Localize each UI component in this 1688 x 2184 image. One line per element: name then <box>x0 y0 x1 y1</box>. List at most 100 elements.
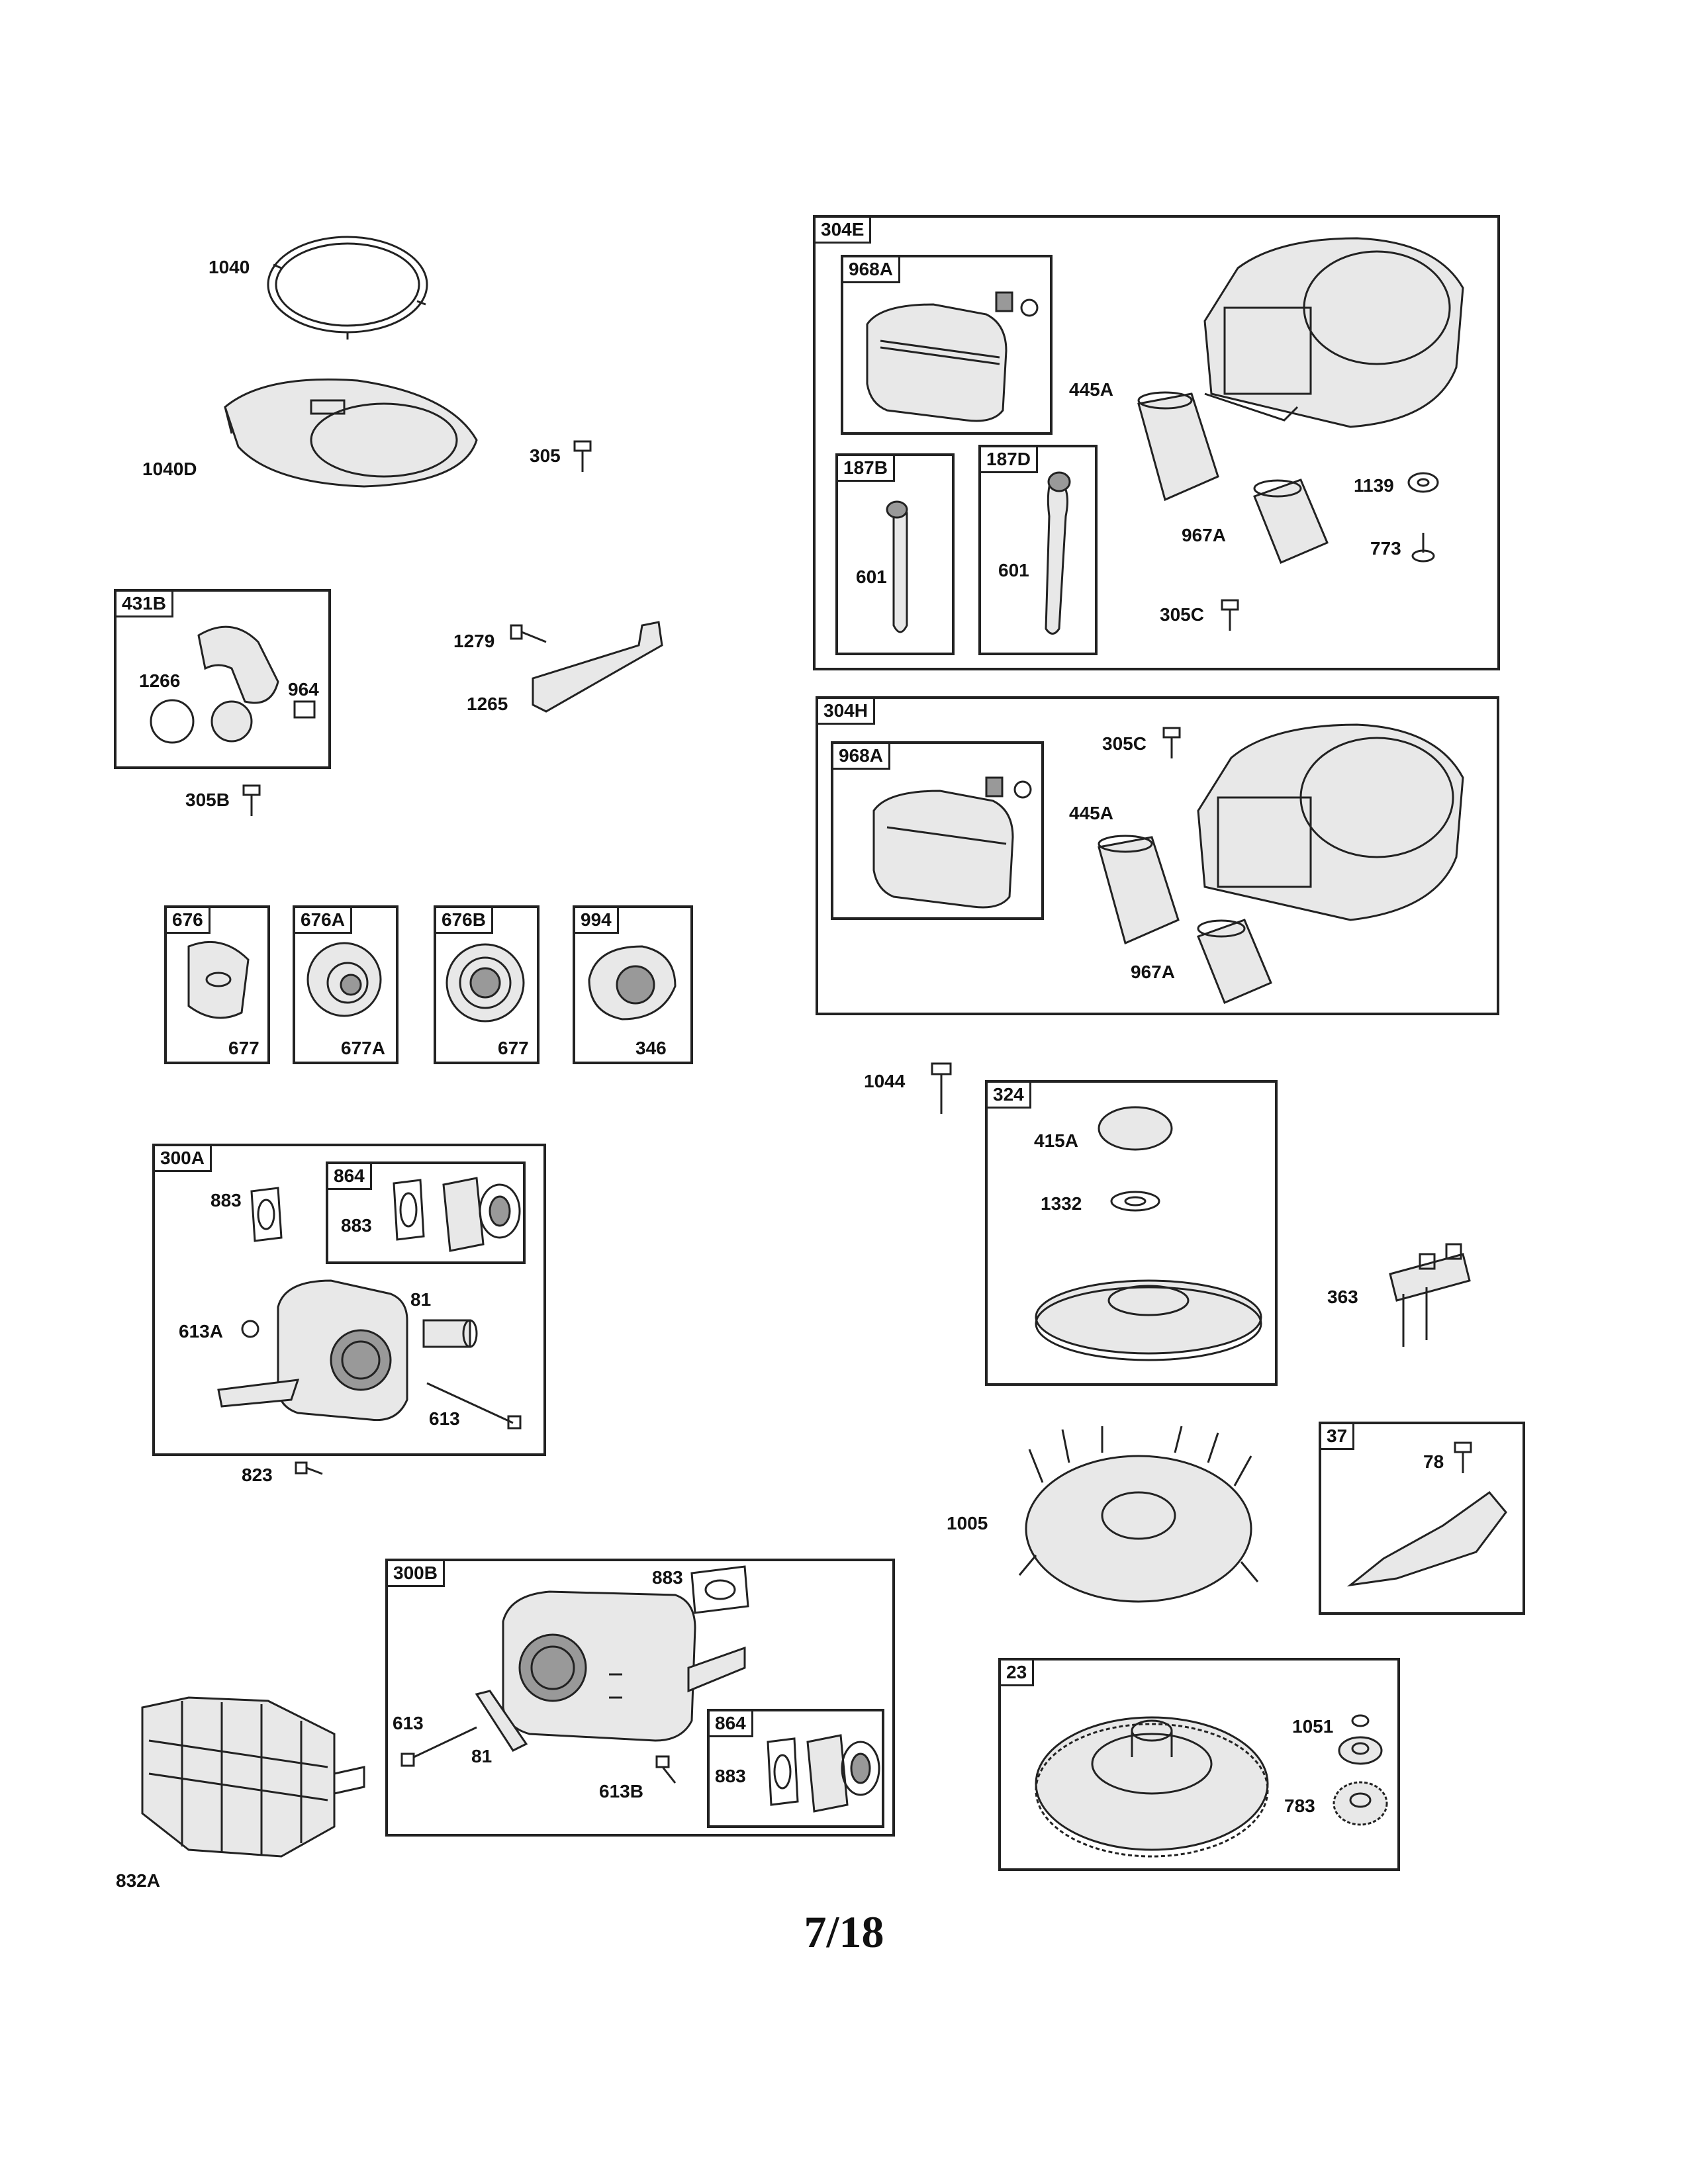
label-305: 305 <box>530 445 561 466</box>
box-864-b: 864 <box>707 1709 884 1828</box>
box-tag-676A: 676A <box>295 908 352 934</box>
label-823: 823 <box>242 1465 273 1485</box>
label-832A: 832A <box>116 1870 160 1891</box>
bracket-81-b-drawing <box>475 1690 528 1752</box>
label-445A-a: 445A <box>1069 379 1113 400</box>
ring-1040-drawing <box>267 236 428 340</box>
label-1051: 1051 <box>1292 1716 1334 1737</box>
washer-1332-drawing <box>1110 1191 1160 1212</box>
label-1040: 1040 <box>209 257 250 277</box>
box-tag-431B: 431B <box>117 592 173 617</box>
label-677A: 677A <box>341 1038 385 1058</box>
box-tag-187B: 187B <box>838 456 895 482</box>
box-324: 324 <box>985 1080 1278 1386</box>
bolt-1044-drawing <box>931 1062 952 1114</box>
box-tag-300A: 300A <box>155 1146 212 1172</box>
bolt-613-b-drawing <box>400 1726 477 1767</box>
label-677-a: 677 <box>228 1038 259 1058</box>
bolt-613-a-drawing <box>426 1382 522 1430</box>
screw-823-drawing <box>295 1461 323 1475</box>
box-tag-23: 23 <box>1001 1661 1035 1686</box>
label-346: 346 <box>635 1038 667 1058</box>
fan-1005-drawing <box>1018 1426 1259 1603</box>
screw-1279-drawing <box>510 624 547 643</box>
filter-445A-a-drawing <box>1137 391 1219 502</box>
box-431B: 431B <box>114 589 331 769</box>
label-601-b: 601 <box>998 560 1029 580</box>
muffler-300B-drawing <box>502 1590 746 1742</box>
shroud-1040D-drawing <box>224 378 478 488</box>
label-415A: 415A <box>1034 1130 1078 1151</box>
housing-304H-drawing <box>1197 723 1464 921</box>
gasket-883-c-drawing <box>690 1565 749 1614</box>
cap-415A-drawing <box>1098 1106 1173 1151</box>
box-tag-864-b: 864 <box>710 1711 753 1737</box>
filter-967A-a-drawing <box>1253 478 1329 564</box>
label-1279: 1279 <box>453 631 495 651</box>
box-23: 23 <box>998 1658 1400 1871</box>
flange-864-a-drawing <box>442 1177 521 1252</box>
gasket-883-a-drawing <box>250 1187 283 1242</box>
box-864-a: 864 <box>326 1161 526 1264</box>
box-37: 37 <box>1319 1422 1525 1615</box>
box-994: 994 <box>573 905 693 1064</box>
screw-613B-drawing <box>655 1755 677 1784</box>
box-tag-968A-b: 968A <box>833 744 890 770</box>
filter-968A-a-drawing <box>866 291 1039 422</box>
box-tag-994: 994 <box>575 908 619 934</box>
box-tag-968A-a: 968A <box>843 257 900 283</box>
label-1040D: 1040D <box>142 459 197 479</box>
baffle-37-drawing <box>1346 1490 1507 1587</box>
page-number: 7/18 <box>804 1907 884 1957</box>
label-613A: 613A <box>179 1321 223 1342</box>
box-tag-37: 37 <box>1321 1424 1355 1450</box>
box-304H: 304H <box>816 696 1499 1015</box>
label-613-a: 613 <box>429 1408 460 1429</box>
label-305C-a: 305C <box>1160 604 1204 625</box>
label-613-b: 613 <box>393 1713 424 1733</box>
label-883-a: 883 <box>211 1190 242 1210</box>
label-1265: 1265 <box>467 694 508 714</box>
box-tag-324: 324 <box>988 1083 1031 1109</box>
box-676B: 676B <box>434 905 539 1064</box>
box-187D: 187D <box>978 445 1098 655</box>
bolt-305B-drawing <box>242 784 261 816</box>
bolt-305C-b-drawing <box>1162 727 1181 758</box>
guard-832A-drawing <box>141 1696 365 1858</box>
box-968A-a: 968A <box>841 255 1053 435</box>
label-677-b: 677 <box>498 1038 529 1058</box>
flange-864-b-drawing <box>806 1734 880 1813</box>
label-78: 78 <box>1423 1451 1444 1472</box>
cover-676B-drawing <box>445 943 525 1023</box>
box-300A: 300A <box>152 1144 546 1456</box>
label-1332: 1332 <box>1041 1193 1082 1214</box>
label-783: 783 <box>1284 1796 1315 1816</box>
filter-445A-b-drawing <box>1098 835 1180 945</box>
box-676: 676 <box>164 905 270 1064</box>
label-967A-b: 967A <box>1131 962 1175 982</box>
flywheel-23-drawing <box>1035 1716 1269 1858</box>
box-968A-b: 968A <box>831 741 1044 920</box>
bolt-78-drawing <box>1454 1441 1472 1473</box>
label-883-d: 883 <box>715 1766 746 1786</box>
label-445A-b: 445A <box>1069 803 1113 823</box>
pin-773-drawing <box>1411 533 1435 563</box>
label-1266: 1266 <box>139 670 181 691</box>
box-tag-676B: 676B <box>436 908 493 934</box>
box-tag-187D: 187D <box>981 447 1038 473</box>
label-773: 773 <box>1370 538 1401 559</box>
box-tag-864-a: 864 <box>328 1164 372 1190</box>
bolt-305C-a-drawing <box>1221 599 1239 631</box>
label-81-b: 81 <box>471 1746 492 1766</box>
filter-968A-b-drawing <box>872 776 1032 909</box>
label-1139: 1139 <box>1354 475 1394 496</box>
bolt-305-drawing <box>573 440 592 472</box>
box-304E: 304E <box>813 215 1500 670</box>
label-363: 363 <box>1327 1287 1358 1307</box>
tube-187B-drawing <box>886 500 908 633</box>
label-1005: 1005 <box>947 1513 988 1533</box>
gear-783-drawing <box>1333 1781 1388 1826</box>
housing-304E-drawing <box>1203 237 1464 428</box>
tube-187D-drawing <box>1045 471 1071 635</box>
label-613B: 613B <box>599 1781 643 1801</box>
